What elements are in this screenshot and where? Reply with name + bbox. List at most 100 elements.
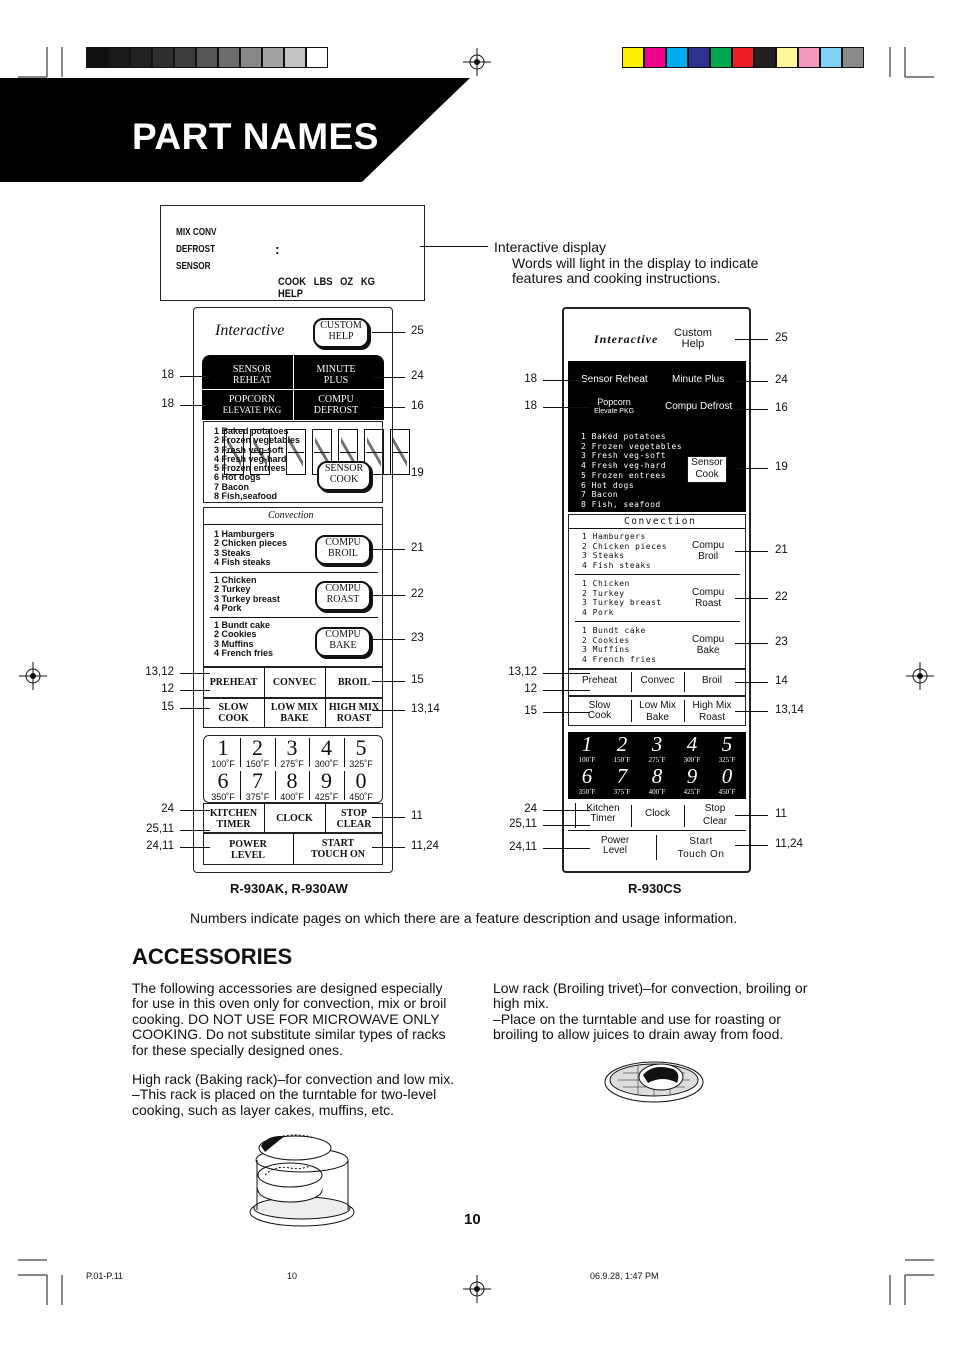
high-rack-illustration [249, 1134, 355, 1227]
left-convec-button[interactable]: CONVEC [272, 677, 317, 688]
left-preheat-button[interactable]: PREHEAT [209, 677, 258, 688]
right-top-keypad [568, 361, 746, 512]
page-reference-callout: 16 [775, 402, 788, 414]
page-reference-callout: 12 [524, 683, 537, 695]
color-swatch [842, 47, 864, 68]
left-convection-section [203, 507, 383, 667]
color-swatch [644, 47, 666, 68]
right-broil-button[interactable]: Broil [701, 675, 722, 686]
page-reference-note: Numbers indicate pages on which there ar… [190, 910, 738, 926]
right-sensor-reheat-button[interactable]: Sensor Reheat [581, 374, 648, 385]
page-number: 10 [464, 1211, 481, 1228]
right-minute-plus-button[interactable]: Minute Plus [672, 374, 725, 385]
right-number-pad [568, 732, 746, 799]
page-reference-callout: 22 [775, 591, 788, 603]
page-reference-callout: 18 [524, 373, 537, 385]
left-control-panel [193, 307, 393, 873]
page-reference-callout: 15 [411, 674, 424, 686]
color-swatch [284, 47, 306, 68]
color-swatch [798, 47, 820, 68]
page-reference-callout: 25,11 [146, 823, 174, 835]
left-mode-row-1 [203, 667, 383, 698]
page-reference-callout: 24,11 [509, 841, 537, 853]
color-swatch [754, 47, 776, 68]
right-clock-button[interactable]: Clock [644, 808, 670, 819]
page-reference-callout: 25,11 [509, 818, 537, 830]
left-clock-button[interactable]: CLOCK [276, 813, 313, 824]
left-model-label: R-930AK, R-930AW [230, 881, 348, 896]
footer-date: 06.9.28, 1:47 PM [590, 1271, 659, 1281]
color-swatch [218, 47, 240, 68]
page-reference-callout: 14 [775, 675, 788, 687]
right-convection-title: Convection [624, 516, 697, 527]
color-swatch [732, 47, 754, 68]
page-reference-callout: 15 [161, 701, 174, 713]
color-swatch [108, 47, 130, 68]
page-reference-callout: 11 [411, 810, 423, 822]
page-reference-callout: 18 [524, 400, 537, 412]
right-compu-defrost-button[interactable]: Compu Defrost [665, 401, 733, 412]
page-reference-callout: 11,24 [775, 838, 803, 850]
color-swatch [820, 47, 842, 68]
left-broil-button[interactable]: BROIL [337, 677, 371, 688]
left-convection-title: Convection [268, 510, 314, 521]
right-preheat-button[interactable]: Preheat [581, 675, 618, 686]
right-convec-button[interactable]: Convec [640, 675, 675, 686]
page-reference-callout: 19 [411, 467, 424, 479]
